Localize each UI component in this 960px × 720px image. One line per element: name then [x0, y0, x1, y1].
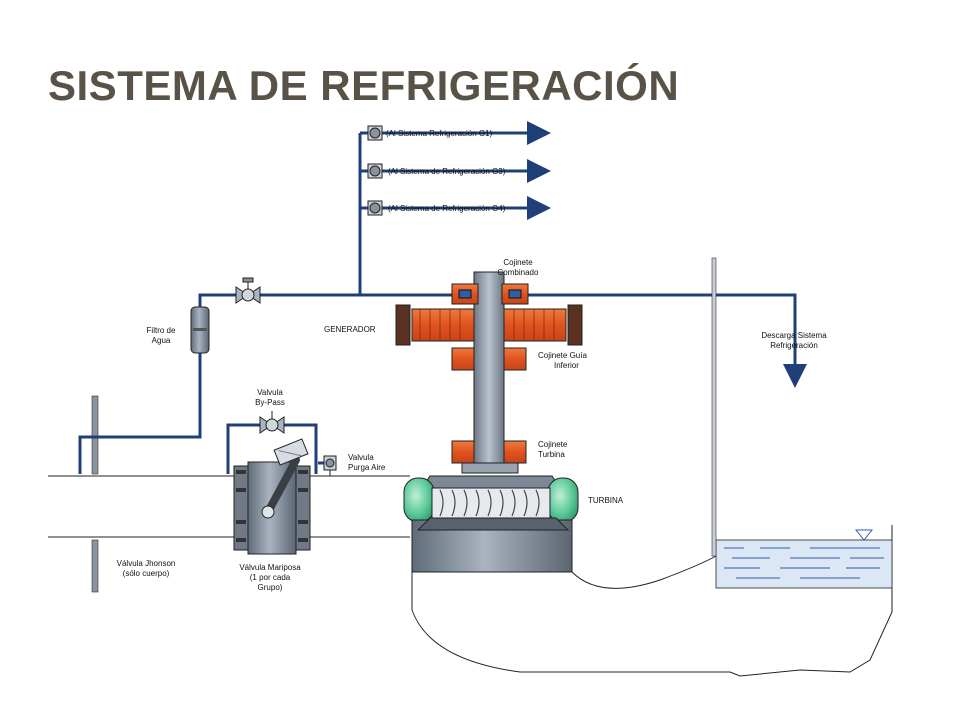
label-jhonson-1: Válvula Jhonson	[117, 559, 176, 568]
turbine	[403, 475, 579, 573]
label-cojinete-turbina-1: Cojinete	[538, 440, 568, 449]
page-title: SISTEMA DE REFRIGERACIÓN	[48, 62, 680, 109]
label-cojinete-combinado-1: Cojinete	[503, 258, 533, 267]
branch-valve-g3	[367, 163, 383, 179]
label-generador: GENERADOR	[324, 325, 376, 334]
label-guia-1: Cojinete Guía	[538, 351, 587, 360]
butterfly-valve	[233, 438, 311, 555]
label-descarga-2: Refrigeración	[770, 341, 818, 350]
label-filtro-2: Agua	[152, 336, 171, 345]
label-mariposa-2: (1 por cada	[250, 573, 291, 582]
label-turbina: TURBINA	[588, 496, 624, 505]
label-mariposa-3: Grupo)	[258, 583, 283, 592]
label-cojinete-combinado-2: Combinado	[498, 268, 539, 277]
johnson-valve	[91, 395, 99, 593]
label-g1: (Al Sistema Refrigeración G1)	[386, 129, 493, 138]
label-bypass-2: By-Pass	[255, 398, 285, 407]
penstock-pipe	[48, 475, 410, 538]
water-filter	[190, 306, 210, 354]
draft-tube	[411, 525, 893, 677]
cooling-pipes	[78, 121, 807, 474]
label-g3: (Al Sistema de Refrigeración G3)	[388, 167, 506, 176]
label-filtro-1: Filtro de	[147, 326, 176, 335]
tailrace	[711, 257, 893, 589]
label-purga-2: Purga Aire	[348, 463, 386, 472]
label-purga-1: Valvula	[348, 453, 374, 462]
bypass-valve	[259, 411, 285, 434]
branch-valve-g1	[367, 125, 383, 141]
label-g4: (Al Sistema de Refrigeración G4)	[388, 204, 506, 213]
label-cojinete-turbina-2: Turbina	[538, 450, 565, 459]
header-valve	[235, 277, 261, 304]
label-bypass-1: Valvula	[257, 388, 283, 397]
label-guia-2: Inferior	[554, 361, 579, 370]
label-jhonson-2: (sólo cuerpo)	[123, 569, 170, 578]
generator	[395, 271, 583, 474]
purge-valve	[323, 455, 337, 476]
label-descarga-1: Descarga Sistema	[761, 331, 827, 340]
branch-valve-g4	[367, 200, 383, 216]
label-mariposa-1: Válvula Mariposa	[239, 563, 301, 572]
